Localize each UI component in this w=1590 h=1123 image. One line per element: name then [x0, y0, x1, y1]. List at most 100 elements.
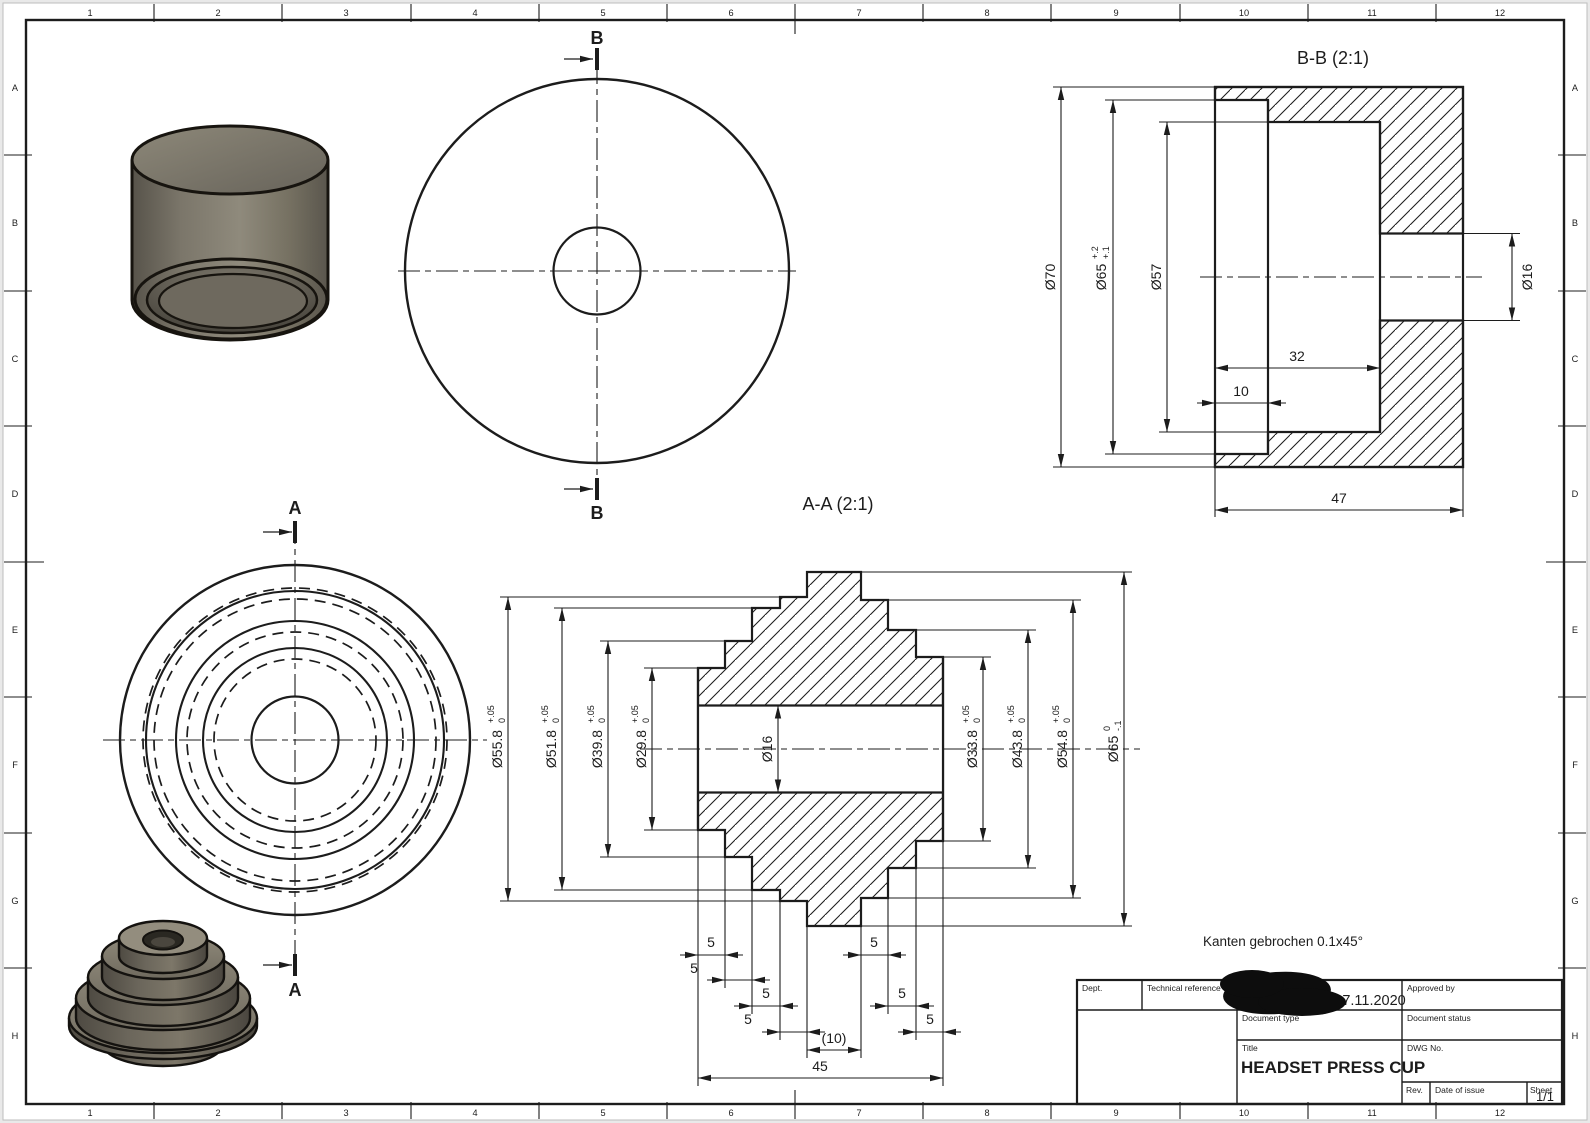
svg-text:9: 9	[1113, 1108, 1118, 1118]
svg-text:Ø39.8: Ø39.8	[589, 730, 605, 768]
dim-label-aa-d51: Ø51.8 +.05 0	[540, 705, 561, 768]
svg-text:C: C	[12, 354, 19, 364]
tb-title-value: HEADSET PRESS CUP	[1241, 1058, 1425, 1077]
svg-text:+.05: +.05	[586, 705, 596, 723]
dim-label-aa-d39: Ø39.8 +.05 0	[586, 705, 607, 768]
dim-label-bb-47: 47	[1331, 490, 1347, 506]
svg-text:0: 0	[551, 718, 561, 723]
svg-text:8: 8	[984, 1108, 989, 1118]
svg-text:B: B	[1572, 218, 1578, 228]
svg-text:-.1: -.1	[1113, 720, 1123, 731]
tb-title-label: Title	[1242, 1043, 1258, 1053]
svg-text:5: 5	[600, 1108, 605, 1118]
svg-text:2: 2	[215, 8, 220, 18]
svg-text:G: G	[11, 896, 18, 906]
border-frame	[4, 4, 1586, 1119]
front-view-top	[398, 62, 796, 484]
cut-label-a-top: A	[289, 498, 302, 518]
svg-text:Ø57: Ø57	[1148, 264, 1164, 291]
svg-text:D: D	[12, 489, 19, 499]
svg-text:Ø65: Ø65	[1105, 736, 1121, 763]
cut-label-b-bottom: B	[591, 503, 604, 523]
svg-text:+.05: +.05	[540, 705, 550, 723]
svg-text:7: 7	[856, 8, 861, 18]
dim-label-bb-d57: Ø57	[1148, 264, 1164, 291]
svg-text:0: 0	[1102, 726, 1112, 731]
svg-text:+.05: +.05	[630, 705, 640, 723]
svg-text:H: H	[12, 1031, 19, 1041]
svg-text:10: 10	[1239, 8, 1249, 18]
svg-text:1: 1	[87, 1108, 92, 1118]
svg-text:9: 9	[1113, 8, 1118, 18]
svg-text:H: H	[1572, 1031, 1579, 1041]
svg-text:Ø43.8: Ø43.8	[1009, 730, 1025, 768]
svg-text:+.2: +.2	[1090, 246, 1100, 259]
render-3d-cone	[67, 919, 259, 1068]
svg-text:5: 5	[600, 8, 605, 18]
dim-label-5c: 5	[762, 985, 770, 1001]
svg-text:D: D	[1572, 489, 1579, 499]
svg-text:12: 12	[1495, 1108, 1505, 1118]
svg-text:1: 1	[87, 8, 92, 18]
dim-label-10ref: (10)	[822, 1030, 847, 1046]
section-cut-b: B B	[564, 28, 604, 523]
tb-docstatus-label: Document status	[1407, 1013, 1471, 1023]
tb-dateissue-label: Date of issue	[1435, 1085, 1485, 1095]
svg-text:Ø55.8: Ø55.8	[489, 730, 505, 768]
tb-created-date: 07.11.2020	[1334, 993, 1406, 1009]
dim-label-5b: 5	[690, 960, 698, 976]
dim-label-45: 45	[812, 1058, 828, 1074]
dim-label-bb-d65: Ø65 +.2 +.1	[1090, 246, 1111, 290]
svg-text:10: 10	[1239, 1108, 1249, 1118]
svg-text:E: E	[12, 625, 18, 635]
dim-label-bb-32: 32	[1289, 348, 1305, 364]
svg-text:0: 0	[497, 718, 507, 723]
tb-rev-label: Rev.	[1406, 1085, 1423, 1095]
section-bb-title: B-B (2:1)	[1297, 48, 1369, 68]
svg-text:12: 12	[1495, 8, 1505, 18]
dim-label-5d: 5	[744, 1011, 752, 1027]
svg-text:11: 11	[1367, 1108, 1377, 1118]
tb-dept-label: Dept.	[1082, 983, 1102, 993]
chamfer-note: Kanten gebrochen 0.1x45°	[1203, 934, 1363, 949]
svg-text:0: 0	[1017, 718, 1027, 723]
svg-text:Ø51.8: Ø51.8	[543, 730, 559, 768]
section-view-bb: B-B (2:1) Ø70 Ø65	[1042, 48, 1535, 517]
svg-text:4: 4	[472, 1108, 477, 1118]
render-3d-cup	[130, 124, 330, 342]
dim-label-aa-d55: Ø55.8 +.05 0	[486, 705, 507, 768]
redaction-blob	[1220, 970, 1346, 1016]
svg-text:7: 7	[856, 1108, 861, 1118]
svg-text:+.1: +.1	[1101, 246, 1111, 259]
svg-text:11: 11	[1367, 8, 1377, 18]
dim-label-aa-d29: Ø29.8 +.05 0	[630, 705, 651, 768]
svg-text:A: A	[1572, 83, 1579, 93]
svg-text:8: 8	[984, 8, 989, 18]
svg-text:Ø65: Ø65	[1093, 264, 1109, 291]
svg-text:+.05: +.05	[1051, 705, 1061, 723]
tb-sheet-label: Sheet	[1530, 1085, 1553, 1095]
dim-label-aa-d33: Ø33.8 +.05 0	[961, 705, 982, 768]
svg-text:4: 4	[472, 8, 477, 18]
cut-label-a-bottom: A	[289, 980, 302, 1000]
section-aa-title: A-A (2:1)	[802, 494, 873, 514]
section-cut-a: A A	[263, 498, 302, 1000]
svg-text:F: F	[1572, 760, 1578, 770]
dim-label-5f: 5	[898, 985, 906, 1001]
svg-text:3: 3	[343, 1108, 348, 1118]
svg-text:F: F	[12, 760, 18, 770]
svg-text:2: 2	[215, 1108, 220, 1118]
svg-text:+.05: +.05	[961, 705, 971, 723]
dim-label-bb-d16: Ø16	[1519, 264, 1535, 291]
tb-doctype-label: Document type	[1242, 1013, 1299, 1023]
svg-text:C: C	[1572, 354, 1579, 364]
title-block: Dept. Technical reference Created by 07.…	[1075, 970, 1564, 1106]
tb-approved-label: Approved by	[1407, 983, 1455, 993]
cut-label-b-top: B	[591, 28, 604, 48]
dim-label-5a: 5	[707, 934, 715, 950]
dim-label-aa-d16: Ø16	[759, 736, 775, 763]
svg-text:Ø33.8: Ø33.8	[964, 730, 980, 768]
dim-label-5e: 5	[870, 934, 878, 950]
